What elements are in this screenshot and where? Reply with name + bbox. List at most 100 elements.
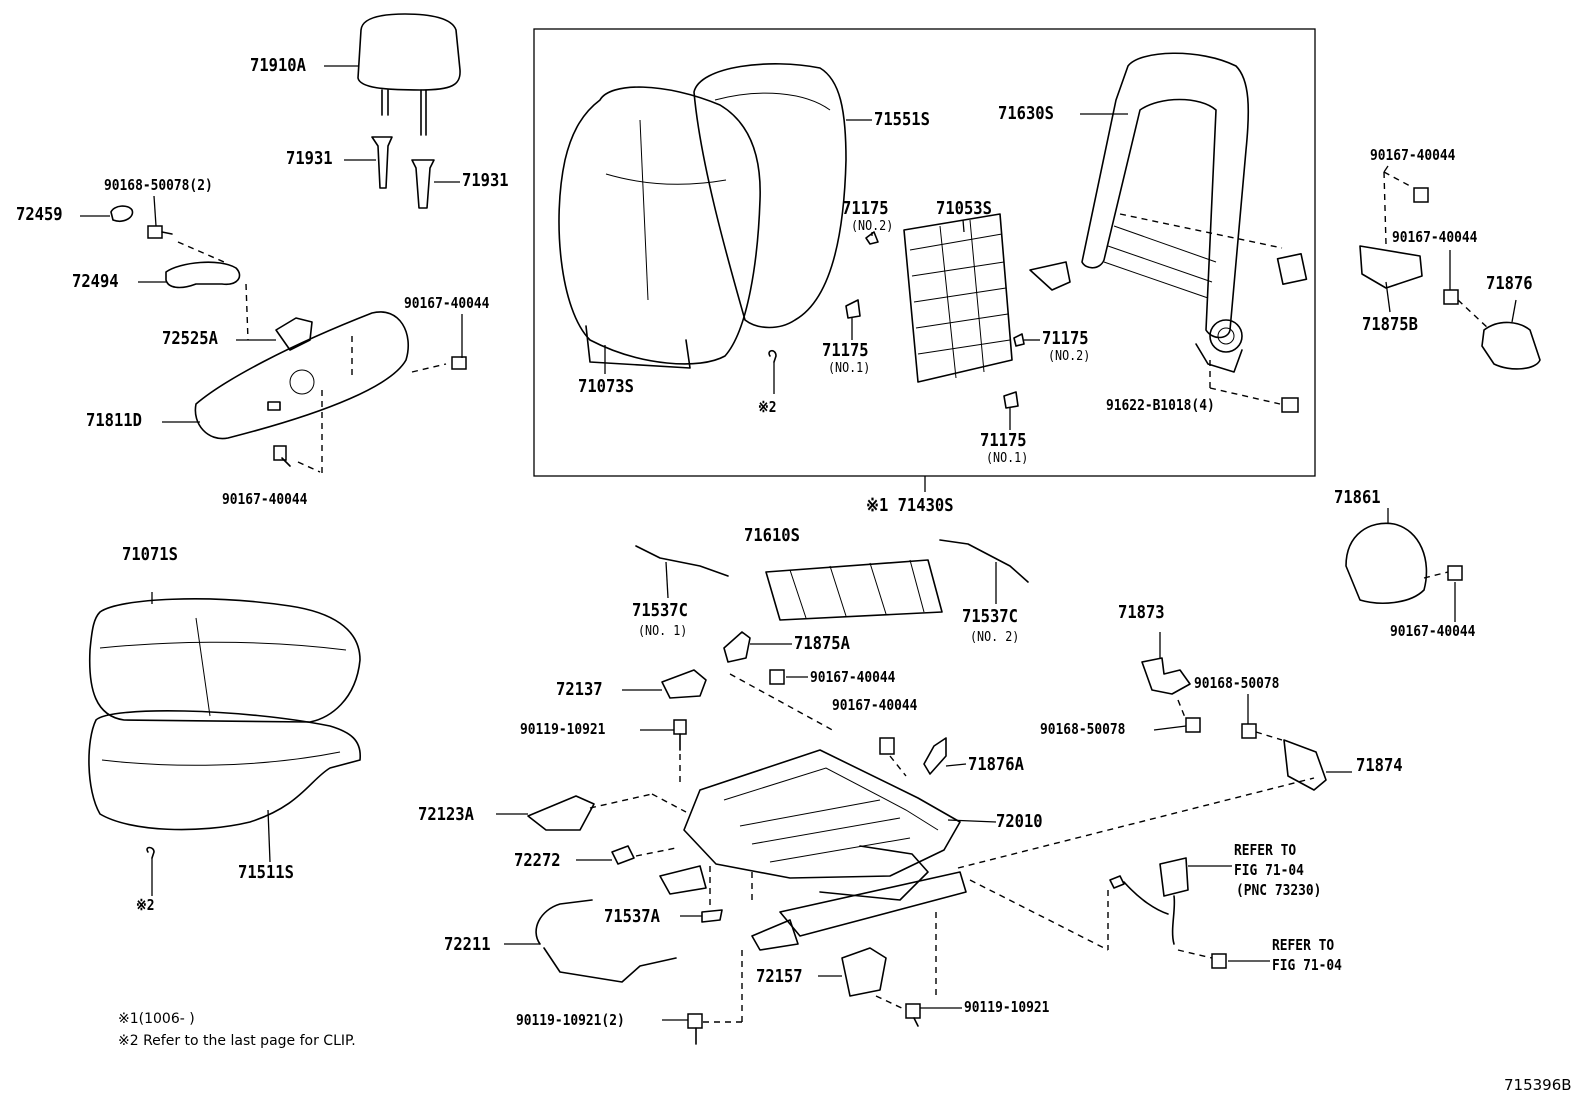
clip-71175-c [1013, 333, 1025, 347]
headrest-guides [371, 136, 435, 209]
refer-fig-71-04-a-line2: FIG 71-04 [1234, 861, 1304, 879]
screw-90167-g [879, 737, 895, 755]
callout-71175-no2-right-sub: (NO.2) [1048, 349, 1091, 364]
callout-72157: 72157 [756, 966, 803, 987]
seatback-board [585, 325, 691, 369]
cushion-cover-71071S [88, 598, 361, 723]
clip-x2-a [768, 349, 777, 363]
bracket-72525A [275, 317, 313, 351]
cap-72459 [110, 205, 134, 222]
callout-71630S: 71630S [998, 103, 1054, 124]
callout-71175-no1-bottom-sub: (NO.1) [986, 451, 1029, 466]
callout-clip-note-a: ※2 [758, 398, 777, 416]
callout-90167-40044-b: 90167-40044 [222, 490, 308, 508]
callout-72525A: 72525A [162, 328, 218, 349]
callout-71073S: 71073S [578, 376, 634, 397]
bracket-71875B [1359, 245, 1423, 289]
callout-90167-40044-c: 90167-40044 [1370, 146, 1456, 164]
callout-71610S: 71610S [744, 525, 800, 546]
bracket-71876 [1481, 321, 1541, 370]
screw-90167-f [769, 669, 785, 685]
diagram-id: 715396B [1504, 1076, 1572, 1094]
callout-71071S: 71071S [122, 544, 178, 565]
callout-71910A: 71910A [250, 55, 306, 76]
seatback-frame-71630S [1029, 52, 1308, 373]
bracket-72137 [661, 669, 707, 699]
bracket-72123A [527, 795, 595, 831]
bolt-90168-a [1185, 717, 1201, 733]
callout-72137: 72137 [556, 679, 603, 700]
clip-71175-b [845, 299, 861, 319]
seat-frame-72010 [659, 749, 967, 951]
callout-71537C-no2-sub: (NO. 2) [970, 630, 1020, 645]
callout-71511S: 71511S [238, 862, 294, 883]
screw-90167-d [1443, 289, 1459, 305]
callout-91622-B1018-4: 91622-B1018(4) [1106, 396, 1215, 414]
bracket-71874 [1283, 739, 1327, 791]
wire-72211 [535, 899, 677, 983]
callout-72123A: 72123A [418, 804, 474, 825]
screw-90168-top [147, 225, 173, 239]
callout-71537C-no1: 71537C [632, 600, 688, 621]
callout-90167-40044-e: 90167-40044 [1390, 622, 1476, 640]
callout-72459: 72459 [16, 204, 63, 225]
spring-71610S [765, 559, 943, 621]
headrest-drawing [357, 13, 461, 136]
seatback-cover-71551S [693, 63, 847, 329]
callout-72211: 72211 [444, 934, 491, 955]
callout-72272: 72272 [514, 850, 561, 871]
callout-72010: 72010 [996, 811, 1043, 832]
callout-90119-10921-b: 90119-10921 [964, 998, 1050, 1016]
callout-71931-left: 71931 [286, 148, 333, 169]
bolt-90119-2 [687, 1013, 703, 1045]
callout-71875A: 71875A [794, 633, 850, 654]
wire-71537C-1 [635, 545, 729, 577]
callout-90168-50078-a: 90168-50078 [1194, 674, 1280, 692]
nut-refer [1211, 953, 1227, 969]
callout-90168-50078-b: 90168-50078 [1040, 720, 1126, 738]
cover-72157 [841, 947, 887, 997]
bracket-71873 [1141, 657, 1191, 695]
callout-90167-40044-a: 90167-40044 [404, 294, 490, 312]
clip-71175-a [865, 231, 879, 245]
callout-71430S: ※1 71430S [866, 495, 954, 516]
screw-90167-b [273, 445, 291, 467]
callout-71053S: 71053S [936, 198, 992, 219]
refer-fig-71-04-a-line3: (PNC 73230) [1236, 881, 1322, 899]
callout-71876A: 71876A [968, 754, 1024, 775]
refer-fig-71-04-b-line1: REFER TO [1272, 936, 1335, 954]
callout-71175-no2-top: 71175 [842, 198, 889, 219]
callout-71875B: 71875B [1362, 314, 1418, 335]
callout-90119-10921-2: 90119-10921(2) [516, 1011, 625, 1029]
bolt-90168-b [1241, 723, 1257, 739]
callout-71861: 71861 [1334, 487, 1381, 508]
clip-72272 [611, 845, 635, 865]
lever-72494 [165, 261, 241, 289]
callout-90119-10921-a: 90119-10921 [520, 720, 606, 738]
callout-90168-50078-2: 90168-50078(2) [104, 176, 213, 194]
callout-71175-no1-left: 71175 [822, 340, 869, 361]
screw-90167-c [1413, 187, 1429, 203]
seatback-pad-71073S [558, 86, 761, 365]
bolt-91622 [1281, 397, 1299, 413]
cover-71861 [1345, 522, 1428, 604]
cushion-pad-71511S [88, 710, 361, 831]
callout-71537C-no2: 71537C [962, 606, 1018, 627]
callout-71175-no1-left-sub: (NO.1) [828, 361, 871, 376]
callout-71551S: 71551S [874, 109, 930, 130]
screw-90167-e [1447, 565, 1463, 581]
callout-71931-right: 71931 [462, 170, 509, 191]
clip-71175-d [1003, 391, 1019, 409]
callout-71175-no2-right: 71175 [1042, 328, 1089, 349]
seatbelt-buckle [1109, 857, 1189, 945]
callout-71175-no1-bottom: 71175 [980, 430, 1027, 451]
callout-71537C-no1-sub: (NO. 1) [638, 624, 688, 639]
callout-71175-no2-top-sub: (NO.2) [851, 219, 894, 234]
callout-90167-40044-f: 90167-40044 [810, 668, 896, 686]
bracket-71876A [923, 737, 947, 775]
spring-71053S [903, 213, 1013, 383]
bracket-71875A [723, 631, 751, 663]
wire-71537C-2 [939, 539, 1029, 583]
clip-x2-b [146, 846, 155, 859]
